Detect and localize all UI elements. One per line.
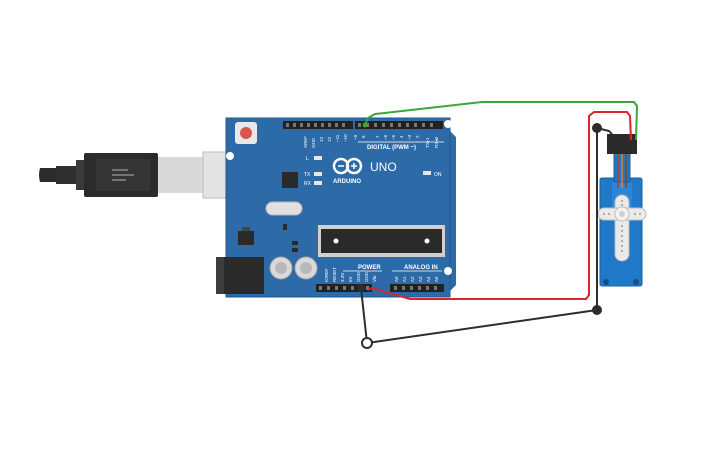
pin-label: GND	[356, 271, 361, 282]
analog-header[interactable]	[390, 284, 444, 292]
mount-hole	[226, 152, 234, 160]
pin-label: Vin	[372, 275, 377, 282]
wire-junction[interactable]	[592, 305, 602, 315]
pin-label: GND	[311, 137, 316, 148]
digital-label: DIGITAL (PWM ~)	[367, 145, 416, 151]
led-on-label: ON	[434, 172, 442, 178]
led-rx	[314, 181, 322, 185]
pin-label: 3.3V	[340, 273, 345, 282]
led-l	[314, 156, 322, 160]
signal-wire[interactable]	[364, 101, 639, 141]
pin-label: A1	[402, 276, 407, 282]
pin-label: ~11	[335, 134, 340, 142]
pin-label: A0	[394, 276, 399, 282]
board-name: UNO	[370, 160, 397, 174]
pin-label: 2	[415, 135, 420, 138]
pin-label: A4	[426, 276, 431, 282]
arduino-uno-board[interactable]: AREF GND 13 12 ~11 ~10 ~9 8 7 ~6 ~5 4 ~3…	[216, 117, 456, 298]
micro-servo[interactable]	[597, 134, 647, 287]
pin-label: TX▸1	[425, 137, 430, 148]
analog-label: ANALOG IN	[404, 265, 438, 271]
pin-label: 12	[327, 136, 332, 142]
servo-horn[interactable]	[597, 194, 647, 262]
pin-label: 4	[399, 135, 404, 138]
pin-label: ~10	[343, 134, 348, 142]
pin-label: 5V	[348, 276, 353, 282]
mount-hole	[444, 120, 452, 128]
digital-header-left[interactable]	[283, 121, 353, 129]
crystal	[265, 201, 303, 216]
wire-junction[interactable]	[592, 123, 602, 133]
servo-connector[interactable]	[607, 134, 637, 154]
wire-junction[interactable]	[361, 337, 373, 349]
ground-wire-servo[interactable]	[360, 126, 618, 345]
arduino-logo-icon	[332, 157, 363, 175]
pin-label: GND	[364, 271, 369, 282]
pin-label: A5	[434, 276, 439, 282]
pin-label: ~9	[353, 134, 358, 140]
mount-hole	[444, 267, 452, 275]
wire-endpoint[interactable]	[357, 284, 365, 292]
pin-label: IOREF	[324, 268, 329, 282]
power-label: POWER	[358, 265, 381, 271]
usb-chip	[282, 172, 298, 188]
pin-label: A2	[410, 276, 415, 282]
pin-label: ~6	[383, 134, 388, 140]
brand-label: ARDUINO	[333, 179, 361, 185]
wire-endpoint[interactable]	[362, 122, 368, 128]
pin-label: A3	[418, 276, 423, 282]
led-tx-label: TX	[304, 172, 311, 178]
led-on	[423, 171, 431, 175]
pin-label: 7	[375, 135, 380, 138]
voltage-regulator	[238, 231, 254, 245]
pin-label: ~5	[391, 134, 396, 140]
led-tx	[314, 172, 322, 176]
led-l-label: L	[306, 156, 309, 162]
led-rx-label: RX	[304, 181, 312, 187]
pin-label: ~3	[407, 134, 412, 140]
atmega-chip	[321, 229, 442, 253]
pin-label: RESET	[332, 267, 337, 282]
pin-label: AREF	[303, 136, 308, 148]
pin-label: 8	[361, 135, 366, 138]
power-wire[interactable]	[367, 111, 632, 300]
pin-label: 13	[319, 136, 324, 142]
wires[interactable]	[357, 101, 639, 349]
